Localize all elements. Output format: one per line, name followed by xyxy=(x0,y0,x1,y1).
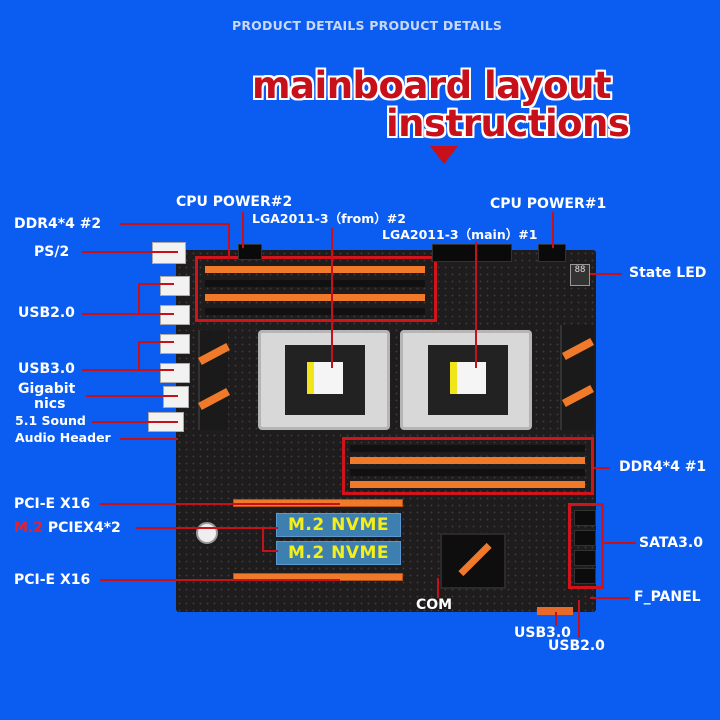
label-usb20-header: USB2.0 xyxy=(548,638,605,654)
usb30-port-2 xyxy=(160,363,190,383)
cpu-socket-1-cover-stripe xyxy=(450,362,457,394)
cmos-battery xyxy=(196,522,218,544)
label-cpu-power-2: CPU POWER#2 xyxy=(176,194,293,210)
label-lga-from: LGA2011-3（from）#2 xyxy=(252,211,406,226)
cpu-socket-2-cover-stripe xyxy=(307,362,314,394)
ddr4-bank-1-highlight xyxy=(342,437,594,495)
callout-line xyxy=(242,212,244,248)
label-f-panel: F_PANEL xyxy=(634,589,701,605)
cpu-power-2-connector xyxy=(238,244,262,260)
callout-line xyxy=(136,527,278,529)
label-usb20-rear: USB2.0 xyxy=(18,305,75,321)
label-cpu-power-1: CPU POWER#1 xyxy=(490,196,607,212)
label-5-1-sound: 5.1 Sound xyxy=(15,413,86,428)
usb30-header xyxy=(537,607,573,615)
callout-line xyxy=(262,527,264,551)
callout-line xyxy=(120,438,178,440)
sata-port xyxy=(574,530,596,546)
callout-line xyxy=(552,212,554,248)
header-product-details: PRODUCT DETAILS PRODUCT DETAILS xyxy=(232,18,503,33)
callout-line xyxy=(82,251,178,253)
dimm-slot xyxy=(350,481,585,488)
sata-port xyxy=(574,510,596,526)
dimm-slot xyxy=(205,280,425,287)
dimm-slot xyxy=(205,266,425,273)
callout-line xyxy=(92,421,178,423)
callout-line xyxy=(138,341,140,371)
label-audio-header: Audio Header xyxy=(15,430,111,445)
arrow-down-icon xyxy=(430,146,458,164)
dimm-slot xyxy=(350,457,585,464)
sata-port xyxy=(574,550,596,566)
label-m2-prefix: M.2 xyxy=(14,520,43,536)
callout-line xyxy=(100,503,340,505)
usb20-port-1 xyxy=(160,276,190,296)
label-pcie-x16-top: PCI-E X16 xyxy=(14,496,91,512)
callout-line xyxy=(590,597,630,599)
callout-line xyxy=(138,341,174,343)
callout-line xyxy=(228,223,230,259)
callout-line xyxy=(138,283,174,285)
callout-line xyxy=(555,612,557,626)
callout-line xyxy=(604,542,636,544)
label-m2-suffix: PCIEX4*2 xyxy=(43,520,121,536)
label-ddr4-2: DDR4*4 #2 xyxy=(14,216,102,232)
callout-line xyxy=(578,600,580,638)
callout-line xyxy=(475,242,477,368)
callout-line xyxy=(138,313,174,315)
label-pcie-x16-bottom: PCI-E X16 xyxy=(14,572,91,588)
callout-line xyxy=(594,467,610,469)
callout-line xyxy=(82,313,138,315)
title-line-2: instructions xyxy=(386,102,630,145)
callout-line xyxy=(138,283,140,315)
label-lga-main: LGA2011-3（main）#1 xyxy=(382,227,538,242)
ps2-port xyxy=(152,242,186,264)
callout-line xyxy=(100,579,340,581)
label-usb30-rear: USB3.0 xyxy=(18,361,75,377)
ethernet-port xyxy=(163,386,189,408)
label-gigabit: Gigabit xyxy=(18,381,76,397)
dimm-slot xyxy=(205,308,425,315)
callout-line xyxy=(437,578,439,598)
callout-line xyxy=(590,273,622,275)
label-m2-pciex4: M.2 PCIEX4*2 xyxy=(14,521,121,535)
usb30-port-1 xyxy=(160,334,190,354)
label-gigabit-nics: nics xyxy=(34,396,66,412)
label-ps2: PS/2 xyxy=(34,244,70,260)
callout-line xyxy=(138,369,174,371)
sata-highlight xyxy=(568,503,604,589)
sata-port xyxy=(574,568,596,584)
m2-nvme-slot-1: M.2 NVME xyxy=(276,513,401,537)
label-sata: SATA3.0 xyxy=(639,535,703,551)
ddr4-bank-2-highlight xyxy=(195,256,437,322)
dimm-slot xyxy=(350,445,585,452)
callout-line xyxy=(262,550,278,552)
callout-line xyxy=(86,395,178,397)
callout-line xyxy=(120,223,230,225)
callout-line xyxy=(331,228,333,368)
dimm-slot xyxy=(350,469,585,476)
label-com: COM xyxy=(416,597,453,613)
label-ddr4-1: DDR4*4 #1 xyxy=(619,459,707,475)
usb20-port-2 xyxy=(160,305,190,325)
m2-nvme-slot-2: M.2 NVME xyxy=(276,541,401,565)
title-line-1: mainboard layout xyxy=(252,64,612,107)
label-state-led: State LED xyxy=(629,265,707,281)
atx-24pin-connector xyxy=(432,244,512,262)
label-usb30-header: USB3.0 xyxy=(514,625,571,641)
callout-line xyxy=(82,369,138,371)
dimm-slot xyxy=(205,294,425,301)
state-led-display: 88 xyxy=(570,264,590,286)
